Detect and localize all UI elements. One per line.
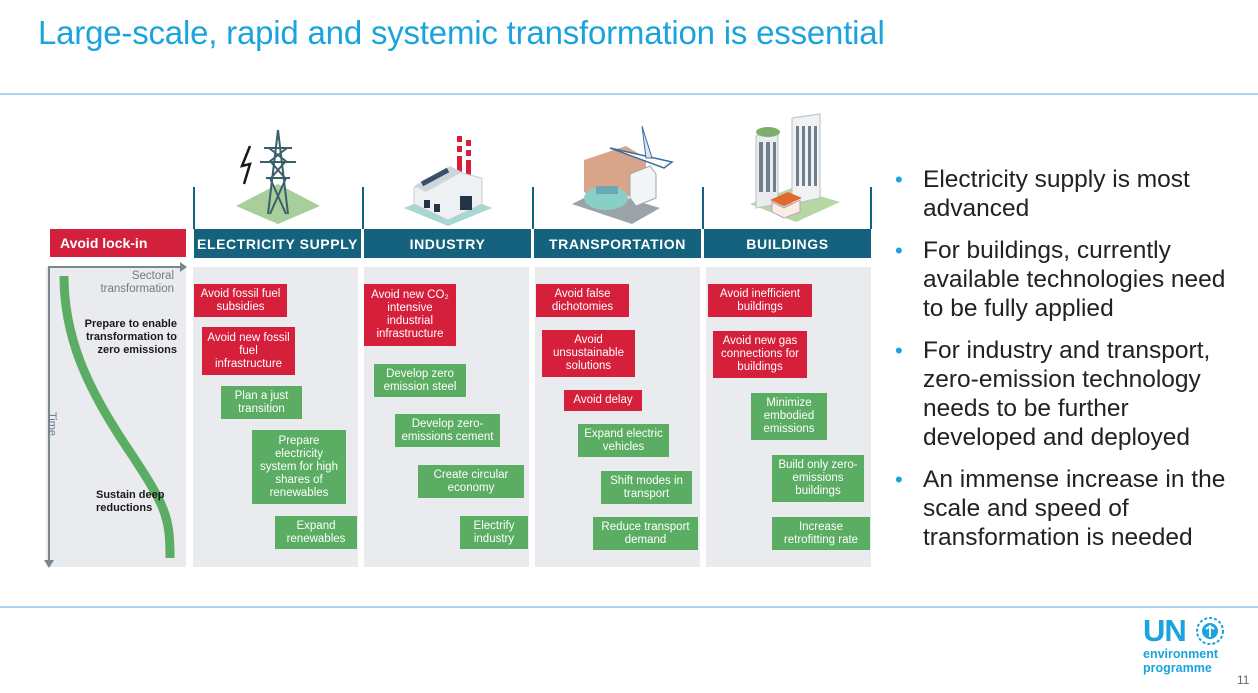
item-avoid-inefficient-buildings: Avoid inefficient buildings	[708, 284, 812, 317]
sector-divider	[532, 187, 534, 229]
vehicles-icon	[572, 125, 674, 224]
bullet-item: •For buildings, currently available tech…	[895, 237, 1226, 322]
bullet-dot-icon: •	[895, 467, 903, 492]
item-zero-emissions-buildings: Build only zero-emissions buildings	[772, 455, 864, 502]
item-zero-emission-steel: Develop zero emission steel	[374, 364, 466, 397]
item-avoid-false-dichotomies: Avoid false dichotomies	[536, 284, 629, 317]
page-number: 11	[1237, 673, 1250, 687]
item-shift-modes: Shift modes in transport	[601, 471, 692, 504]
item-expand-electric-vehicles: Expand electric vehicles	[578, 424, 669, 457]
x-axis-arrow	[48, 266, 182, 268]
item-reduce-transport-demand: Reduce transport demand	[593, 517, 698, 550]
item-avoid-co2-infrastructure: Avoid new CO₂ intensive industrial infra…	[364, 284, 456, 346]
item-minimize-embodied-emissions: Minimize embodied emissions	[751, 393, 827, 440]
header-buildings: BUILDINGS	[704, 229, 871, 258]
sector-divider	[193, 187, 195, 229]
item-avoid-new-fossil-infrastructure: Avoid new fossil fuel infrastructure	[202, 327, 295, 375]
avoid-lockin-label: Avoid lock-in	[50, 229, 186, 257]
un-logo-text: UN	[1143, 613, 1187, 648]
item-avoid-delay: Avoid delay	[564, 390, 642, 411]
y-arrowhead-icon	[44, 560, 54, 568]
top-divider	[0, 93, 1258, 95]
factory-icon	[404, 136, 492, 226]
item-increase-retrofitting: Increase retrofitting rate	[772, 517, 870, 550]
bullet-item: •Electricity supply is most advanced	[895, 166, 1190, 222]
un-emblem-icon	[1196, 617, 1224, 645]
x-arrowhead-icon	[180, 262, 187, 272]
phase-sustain-label: Sustain deep reductions	[96, 489, 165, 514]
item-plan-just-transition: Plan a just transition	[221, 386, 302, 419]
item-prepare-electricity-system: Prepare electricity system for high shar…	[252, 430, 346, 504]
item-avoid-fossil-subsidies: Avoid fossil fuel subsidies	[194, 284, 287, 317]
item-avoid-gas-connections: Avoid new gas connections for buildings	[713, 331, 807, 378]
bullet-dot-icon: •	[895, 167, 903, 192]
item-zero-emissions-cement: Develop zero-emissions cement	[395, 414, 500, 447]
header-electricity-supply: ELECTRICITY SUPPLY	[194, 229, 361, 258]
item-avoid-unsustainable-solutions: Avoid unsustainable solutions	[542, 330, 635, 377]
slide-title: Large-scale, rapid and systemic transfor…	[38, 14, 885, 51]
item-electrify-industry: Electrify industry	[460, 516, 528, 549]
y-axis-arrow	[48, 266, 50, 562]
key-points-list: •Electricity supply is most advanced •Fo…	[895, 165, 1245, 565]
y-axis-label: Time	[46, 411, 59, 437]
bottom-divider	[0, 606, 1258, 608]
sector-divider	[870, 187, 872, 229]
bullet-item: •An immense increase in the scale and sp…	[895, 466, 1226, 551]
sector-divider	[362, 187, 364, 229]
buildings-icon	[750, 113, 840, 222]
header-industry: INDUSTRY	[364, 229, 531, 258]
bullet-dot-icon: •	[895, 238, 903, 263]
logo-environment: environment	[1143, 647, 1219, 661]
sector-divider	[702, 187, 704, 229]
bullet-item: •For industry and transport, zero-emissi…	[895, 337, 1211, 451]
header-transportation: TRANSPORTATION	[534, 229, 701, 258]
bullet-dot-icon: •	[895, 338, 903, 363]
transition-curve	[59, 276, 175, 559]
logo-programme: programme	[1143, 661, 1212, 675]
item-expand-renewables: Expand renewables	[275, 516, 357, 549]
item-circular-economy: Create circular economy	[418, 465, 524, 498]
power-tower-icon	[236, 129, 320, 224]
x-axis-label: Sectoral transformation	[100, 270, 174, 295]
phase-prepare-label: Prepare to enable transformation to zero…	[84, 318, 177, 356]
